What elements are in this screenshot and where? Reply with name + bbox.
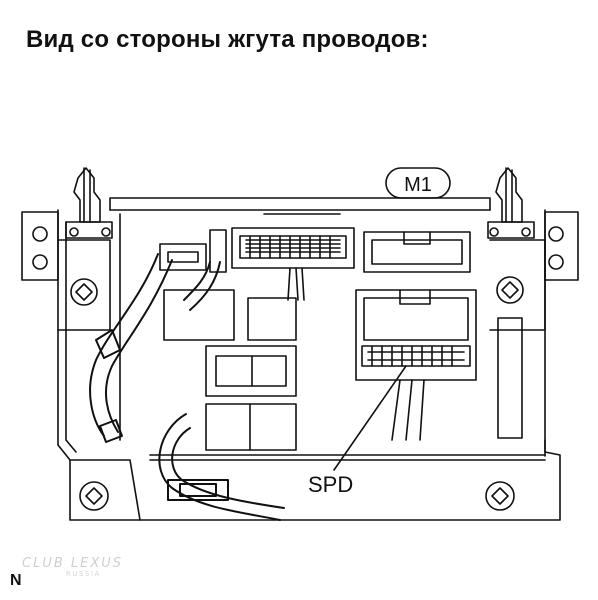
right-mounting-bracket bbox=[489, 211, 579, 439]
upper-connector-left bbox=[231, 227, 355, 301]
right-clip bbox=[487, 167, 535, 239]
watermark-logo: CLUB LEXUS bbox=[22, 556, 124, 571]
left-relay-blocks bbox=[159, 229, 297, 451]
upper-connector-right bbox=[363, 231, 471, 273]
housing-frame bbox=[57, 197, 561, 521]
figure-code: N bbox=[10, 572, 22, 589]
connector-label-m1-text: M1 bbox=[404, 174, 432, 196]
left-clip bbox=[65, 167, 113, 239]
watermark-sub: RUSSIA bbox=[66, 570, 101, 578]
connector-label-m1: M1 bbox=[385, 167, 451, 199]
spd-leader-line bbox=[333, 365, 407, 471]
spd-connector bbox=[355, 289, 477, 441]
left-wire-harness bbox=[89, 253, 221, 443]
diagram-title: Вид со стороны жгута проводов: bbox=[26, 26, 429, 53]
spd-label: SPD bbox=[308, 472, 353, 497]
left-mounting-bracket bbox=[21, 211, 111, 331]
bottom-bolts bbox=[79, 481, 515, 511]
lower-wire-harness bbox=[158, 413, 285, 521]
